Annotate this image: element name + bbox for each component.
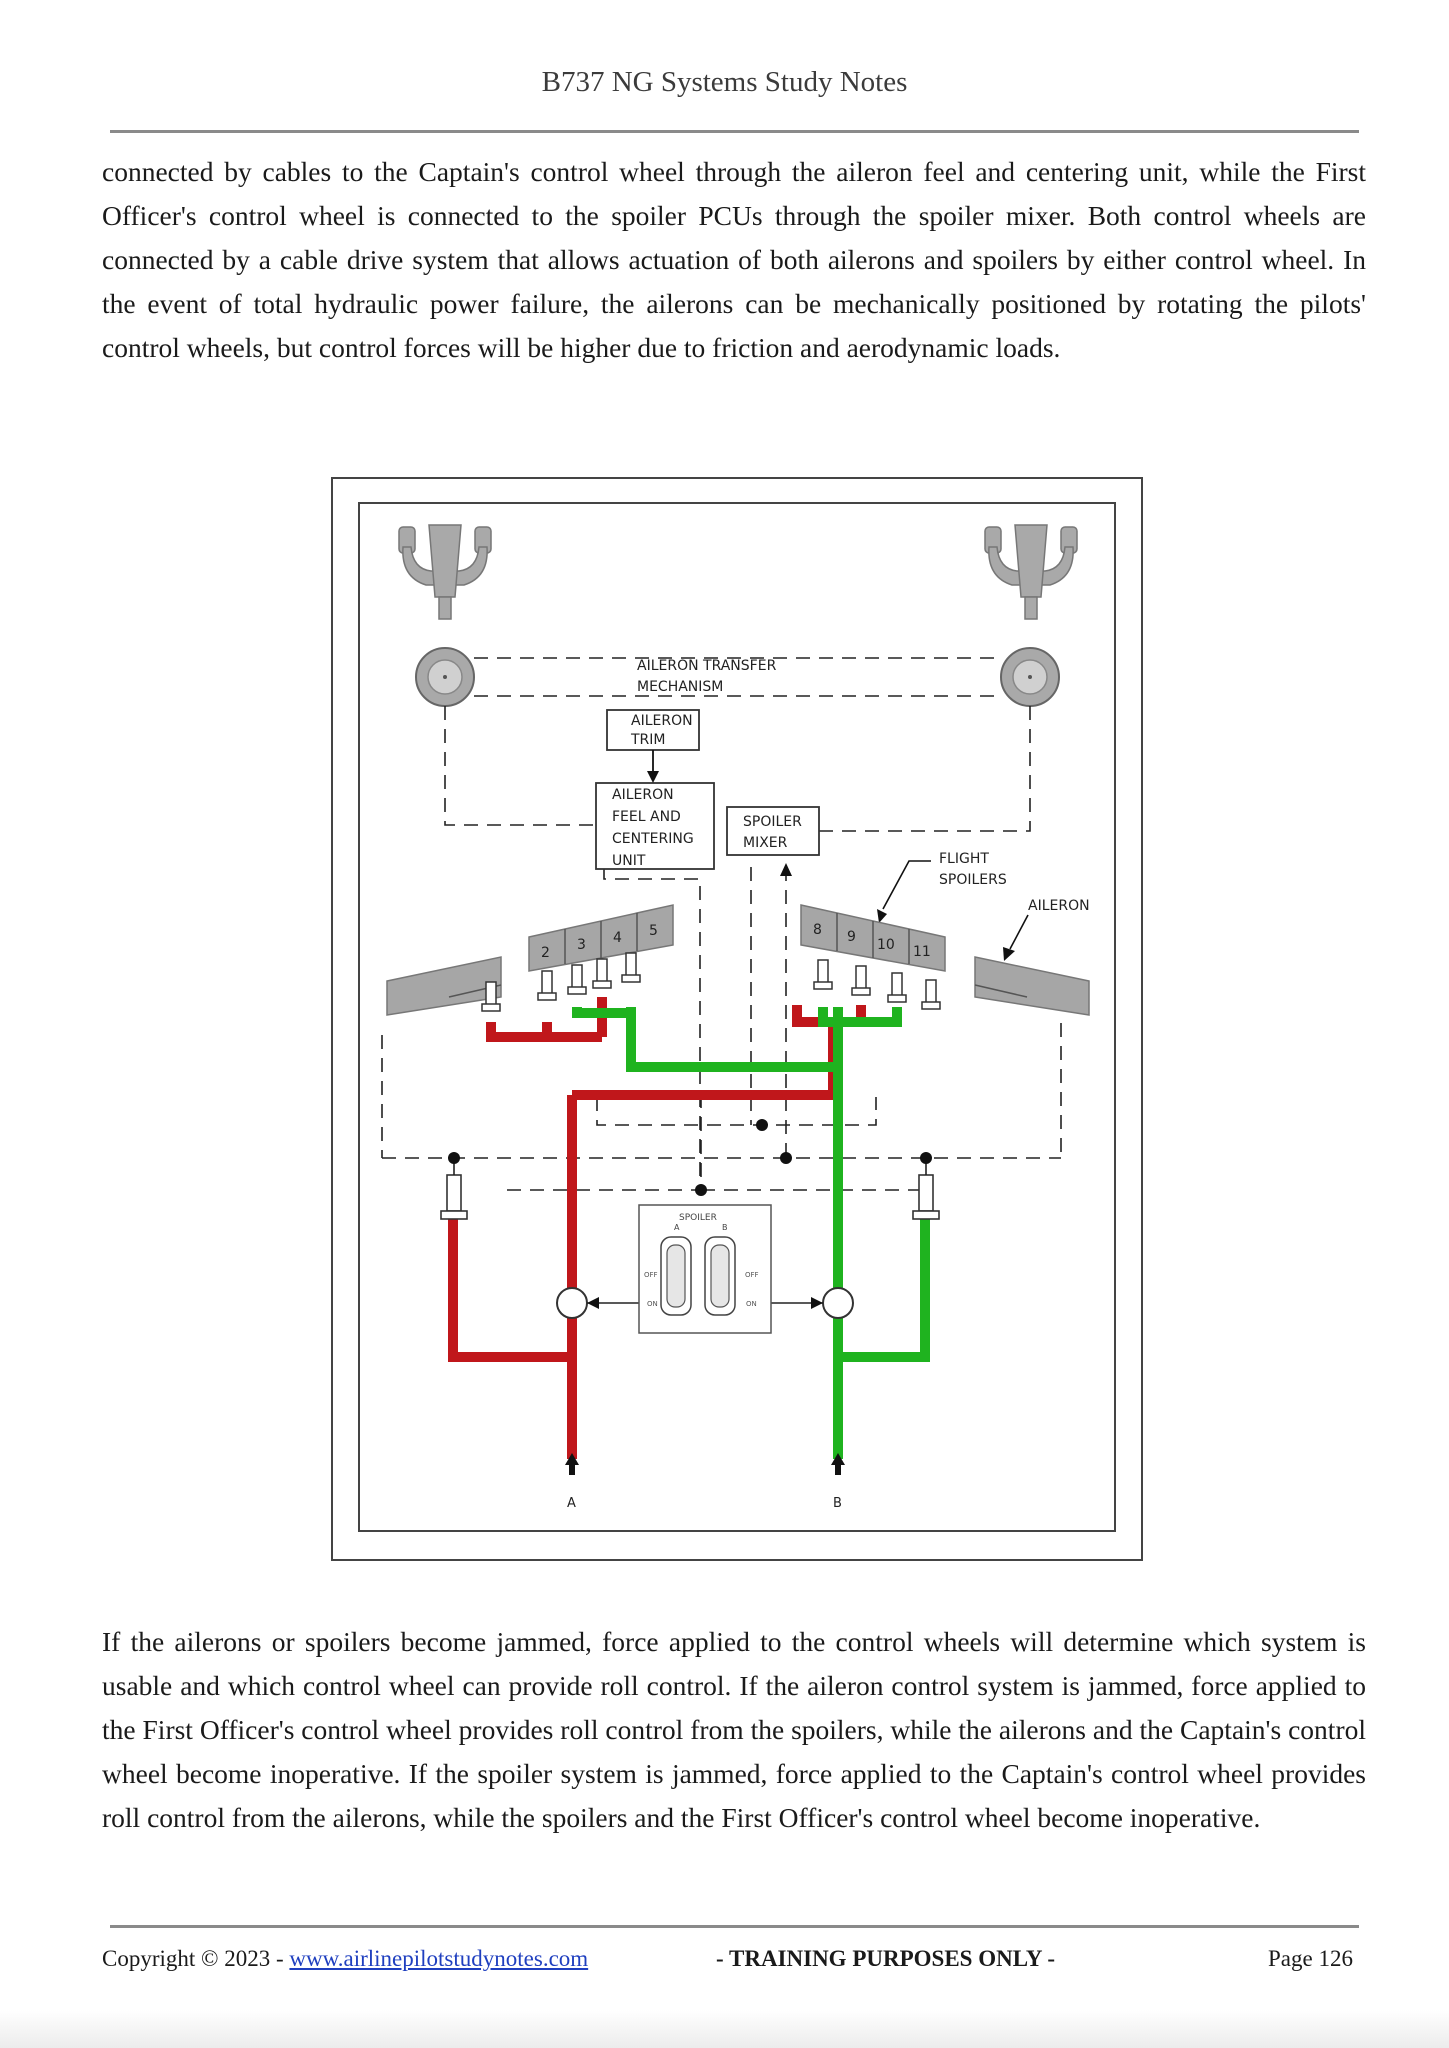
label-feel-4: UNIT (612, 853, 646, 869)
cable-junction-dots (448, 1119, 932, 1196)
system-a-shutoff-valve (556, 1287, 588, 1319)
system-a-label: A (567, 1496, 576, 1511)
spoiler-number-3: 3 (577, 937, 586, 953)
first-officer-cable-drum-icon (1000, 647, 1060, 707)
aileron-feel-centering-box (595, 782, 715, 870)
label-flight-spoilers-2: SPOILERS (939, 872, 1007, 888)
system-b-hydraulic-lines (572, 1007, 930, 1459)
off-label-b: OFF (745, 1271, 759, 1279)
spoiler-callout-arrow-icon (877, 909, 887, 923)
spoiler-number-9: 9 (847, 929, 856, 945)
off-label-a: OFF (644, 1271, 658, 1279)
system-b-supply-arrow-icon (831, 1453, 845, 1465)
label-flight-spoilers-1: FLIGHT (939, 851, 989, 867)
panel-title: SPOILER (679, 1213, 717, 1223)
panel-a-label: A (674, 1223, 680, 1232)
label-feel-3: CENTERING (612, 831, 694, 847)
on-label-a: ON (647, 1300, 658, 1308)
label-mixer-1: SPOILER (743, 814, 802, 830)
footer-training-notice: - TRAINING PURPOSES ONLY - (716, 1946, 1056, 1971)
spoiler-mixer-box (726, 806, 820, 856)
footer-page-number: Page 126 (1268, 1946, 1353, 1971)
spoiler-number-2: 2 (541, 945, 550, 961)
left-aileron-surface (386, 956, 502, 1016)
flight-controls-diagram: AILERON TRANSFER MECHANISM AILERON TRIM … (331, 477, 1145, 1563)
aileron-trim-box (606, 709, 700, 751)
website-link[interactable]: www.airlinepilotstudynotes.com (289, 1946, 589, 1971)
page-edge-shadow (0, 2010, 1449, 2048)
label-aileron-transfer-2: MECHANISM (637, 679, 723, 695)
flight-spoiler-switch-panel: SPOILER A B OFF ON OFF ON (638, 1204, 772, 1334)
aileron-pcu-actuators (440, 1174, 940, 1220)
label-feel-2: FEEL AND (612, 809, 681, 825)
header-divider (110, 130, 1359, 133)
page-header-title: B737 NG Systems Study Notes (541, 66, 908, 98)
on-label-b: ON (746, 1300, 757, 1308)
footer-divider (110, 1925, 1359, 1928)
first-officer-control-wheel-icon (984, 524, 1078, 620)
right-aileron-surface (974, 956, 1090, 1016)
spoiler-actuators (481, 952, 941, 1012)
label-aileron: AILERON (1028, 898, 1090, 914)
system-b-shutoff-valve (822, 1287, 854, 1319)
spoiler-number-11: 11 (913, 944, 931, 960)
spoiler-number-4: 4 (613, 930, 622, 946)
panel-b-label: B (722, 1223, 728, 1232)
footer-copyright: Copyright © 2023 - www.airlinepilotstudy… (102, 1946, 588, 1972)
system-a-supply-arrow-icon (565, 1453, 579, 1465)
captain-cable-drum-icon (415, 647, 475, 707)
spoiler-number-10: 10 (877, 937, 895, 953)
paragraph-jam-conditions: If the ailerons or spoilers become jamme… (102, 1626, 1366, 1833)
system-b-label: B (833, 1496, 842, 1511)
label-aileron-trim-1: AILERON (631, 713, 693, 729)
captain-control-wheel-icon (398, 524, 492, 620)
copyright-text: Copyright © 2023 - (102, 1946, 290, 1971)
label-aileron-trim-2: TRIM (630, 732, 666, 748)
spoiler-number-5: 5 (649, 923, 658, 939)
paragraph-intro: connected by cables to the Captain's con… (102, 156, 1366, 363)
trim-arrow-icon (647, 771, 659, 783)
spoiler-number-8: 8 (813, 922, 822, 938)
label-aileron-transfer-1: AILERON TRANSFER (637, 658, 777, 674)
aileron-callout-arrow-icon (1003, 947, 1015, 961)
label-mixer-2: MIXER (743, 835, 788, 851)
label-feel-1: AILERON (612, 787, 674, 803)
